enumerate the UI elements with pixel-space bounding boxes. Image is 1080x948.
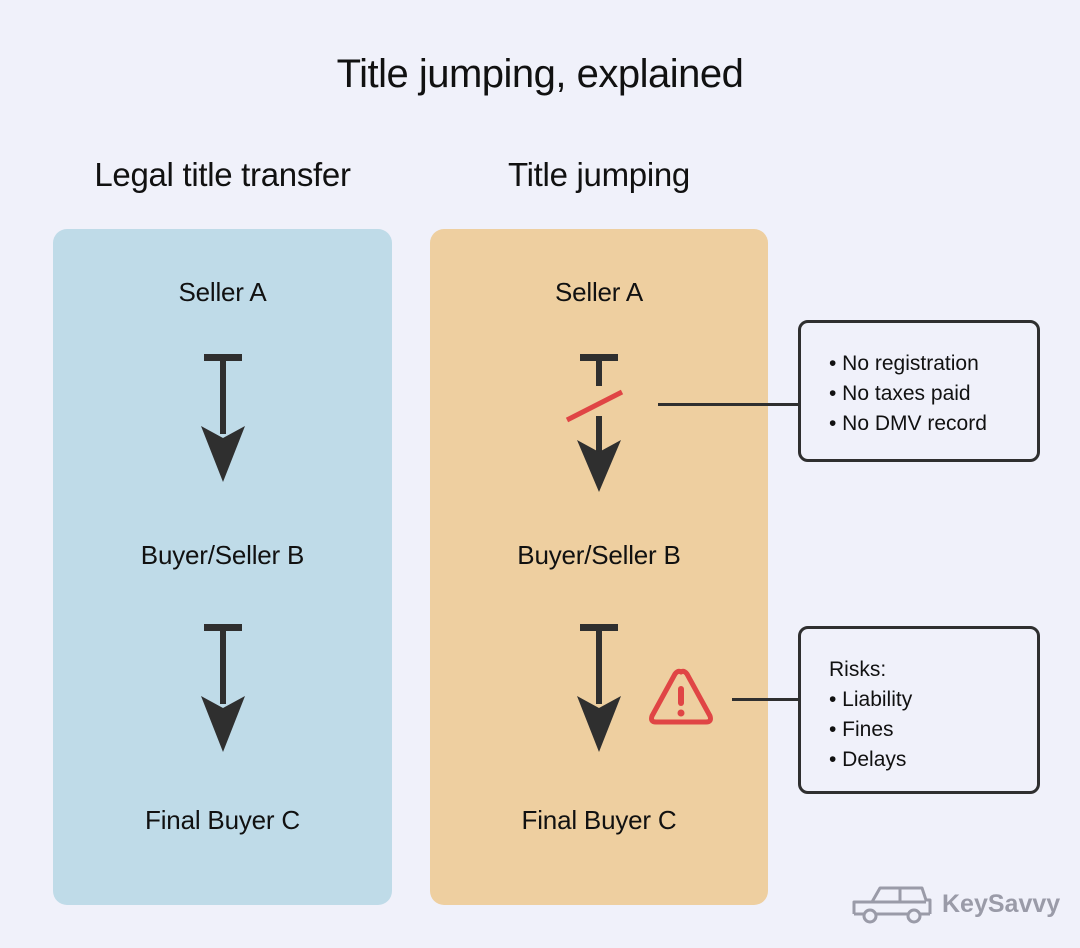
arrow-down-icon [577, 624, 621, 752]
callout-item: • Fines [829, 718, 894, 741]
node-seller-a: Seller A [178, 277, 267, 307]
callout-item: • Liability [829, 688, 913, 711]
keysavvy-logo: KeySavvy [850, 882, 1060, 926]
legal-transfer-panel: Seller A Buyer/Seller B Final Buyer C [53, 229, 392, 905]
logo-text: KeySavvy [942, 889, 1061, 918]
arrow-down-icon [201, 354, 245, 482]
node-seller-a: Seller A [554, 277, 643, 307]
arrow-down-icon [201, 624, 245, 752]
callout-item: • No registration [829, 352, 979, 375]
node-buyer-seller-b: Buyer/Seller B [140, 540, 305, 570]
column-heading-legal: Legal title transfer [94, 156, 351, 193]
callout-risks: Risks: • Liability • Fines • Delays [798, 626, 1040, 794]
connector-line [658, 403, 800, 406]
title-jumping-panel: Seller A Buyer/Seller B Final Buyer C [430, 229, 768, 905]
connector-line [732, 698, 800, 701]
column-heading-jumping: Title jumping [508, 156, 690, 193]
node-buyer-seller-b: Buyer/Seller B [517, 540, 681, 570]
callout-heading: Risks: [829, 658, 887, 681]
broken-arrow-down-icon [565, 354, 624, 492]
node-final-buyer-c: Final Buyer C [145, 805, 300, 835]
broken-link-slash [565, 389, 624, 423]
car-icon [852, 886, 932, 924]
node-final-buyer-c: Final Buyer C [521, 805, 677, 835]
callout-broken-transfer: • No registration • No taxes paid • No D… [798, 320, 1040, 462]
callout-item: • No DMV record [829, 412, 987, 435]
callout-item: • Delays [829, 748, 907, 771]
warning-triangle-icon [649, 668, 713, 725]
page-title: Title jumping, explained [336, 52, 744, 96]
callout-item: • No taxes paid [829, 382, 971, 405]
